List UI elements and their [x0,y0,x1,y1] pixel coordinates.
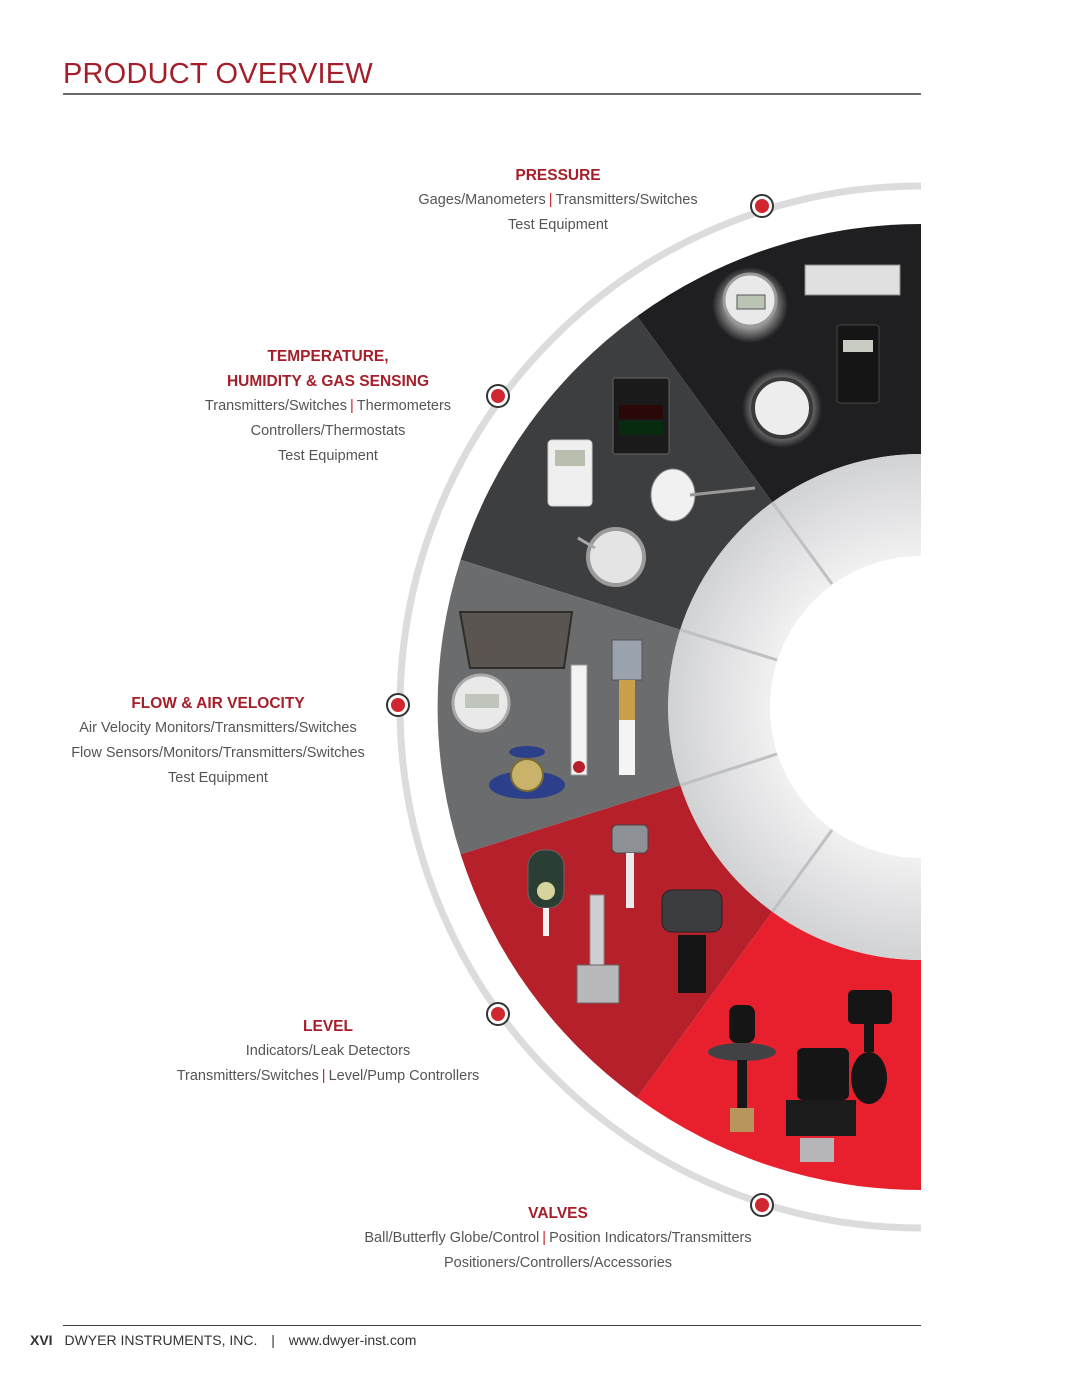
hub-center [770,556,921,858]
flow-products [451,611,643,799]
butterfly-valve-image [848,990,892,1024]
footer-separator: | [271,1332,275,1348]
duct-sensor-image [650,468,696,522]
handheld-manometer-image [836,324,880,404]
temperature-products [547,377,756,587]
ultrasonic-transmitter-image [661,889,723,933]
link-air-velocity[interactable]: Air Velocity Monitors/Transmitters/Switc… [79,720,357,736]
marker-pressure[interactable] [750,194,774,218]
company-name: DWYER INSTRUMENTS, INC. [64,1332,258,1348]
category-line: Controllers/Thermostats [178,419,478,444]
separator: | [548,192,553,208]
flow-hood-image [458,611,574,669]
category-line: Gages/Manometers|Transmitters/Switches [358,188,758,213]
link-flow-sensors[interactable]: Flow Sensors/Monitors/Transmitters/Switc… [71,745,365,761]
flow-switch-image [611,639,643,681]
link-ball-butterfly-globe-control[interactable]: Ball/Butterfly Globe/Control [364,1230,540,1246]
category-line: Transmitters/Switches|Thermometers [178,394,478,419]
category-heading: VALVES [528,1205,588,1222]
footer: XVI DWYER INSTRUMENTS, INC. | www.dwyer-… [30,1332,416,1348]
manifold-image [804,264,901,296]
valves-products [708,990,892,1162]
link-transmitters-switches[interactable]: Transmitters/Switches [204,398,347,414]
category-line: Flow Sensors/Monitors/Transmitters/Switc… [48,741,388,766]
pressure-products [712,264,901,448]
category-line: Indicators/Leak Detectors [148,1039,508,1064]
actuated-ball-valve-image [797,1048,849,1100]
rotameter-image [570,664,588,776]
category-line: Ball/Butterfly Globe/Control|Position In… [318,1226,798,1251]
category-heading: LEVEL [303,1018,353,1035]
link-gages-manometers[interactable]: Gages/Manometers [418,192,546,208]
link-thermometers[interactable]: Thermometers [356,398,452,414]
magnehelic-gage-image [751,377,813,439]
level-switch-image [611,824,649,854]
category-line: Air Velocity Monitors/Transmitters/Switc… [48,716,388,741]
link-position-indicators-transmitters[interactable]: Position Indicators/Transmitters [549,1230,752,1246]
page-number: XVI [30,1332,53,1348]
bimetal-thermometer-image [586,527,646,587]
hub-dividers [679,501,834,913]
category-level: LEVEL Indicators/Leak Detectors Transmit… [148,1014,508,1089]
page-title: PRODUCT OVERVIEW [63,58,373,90]
separator: | [350,398,354,414]
globe-valve-image [729,1005,755,1043]
link-transmitters-switches[interactable]: Transmitters/Switches [176,1068,319,1084]
link-indicators-leak-detectors[interactable]: Indicators/Leak Detectors [245,1043,411,1059]
link-test-equipment[interactable]: Test Equipment [278,448,378,464]
marker-temperature[interactable] [486,384,510,408]
link-positioners-controllers-accessories[interactable]: Positioners/Controllers/Accessories [443,1255,673,1271]
link-test-equipment[interactable]: Test Equipment [508,217,608,233]
submersible-transmitter-image [589,894,605,966]
humidity-transmitter-image [547,439,593,507]
website-link[interactable]: www.dwyer-inst.com [288,1332,417,1348]
segment-temperature[interactable] [460,316,773,630]
category-markers [386,194,774,1217]
title-divider [63,93,921,95]
marker-level[interactable] [486,1002,510,1026]
category-line: Transmitters/Switches|Level/Pump Control… [148,1064,508,1089]
separator: | [321,1068,326,1084]
category-line: Test Equipment [358,213,758,238]
footer-divider [63,1325,921,1326]
category-heading: PRESSURE [515,167,601,184]
category-line: Test Equipment [48,766,388,791]
category-heading: TEMPERATURE, [267,348,389,365]
marker-flow[interactable] [386,693,410,717]
category-line: Test Equipment [178,444,478,469]
category-heading: FLOW & AIR VELOCITY [131,695,305,712]
category-pressure: PRESSURE Gages/Manometers|Transmitters/S… [358,163,758,238]
link-test-equipment[interactable]: Test Equipment [168,770,268,786]
category-heading: HUMIDITY & GAS SENSING [226,373,430,390]
category-valves: VALVES Ball/Butterfly Globe/Control|Posi… [318,1201,798,1276]
link-transmitters-switches[interactable]: Transmitters/Switches [555,192,698,208]
category-temperature: TEMPERATURE, HUMIDITY & GAS SENSING Tran… [178,344,478,469]
category-line: Positioners/Controllers/Accessories [318,1251,798,1276]
link-level-pump-controllers[interactable]: Level/Pump Controllers [328,1068,480,1084]
marker-valves[interactable] [750,1193,774,1217]
category-flow: FLOW & AIR VELOCITY Air Velocity Monitor… [48,691,388,791]
level-products [527,824,723,1004]
link-controllers-thermostats[interactable]: Controllers/Thermostats [250,423,406,439]
separator: | [542,1230,547,1246]
